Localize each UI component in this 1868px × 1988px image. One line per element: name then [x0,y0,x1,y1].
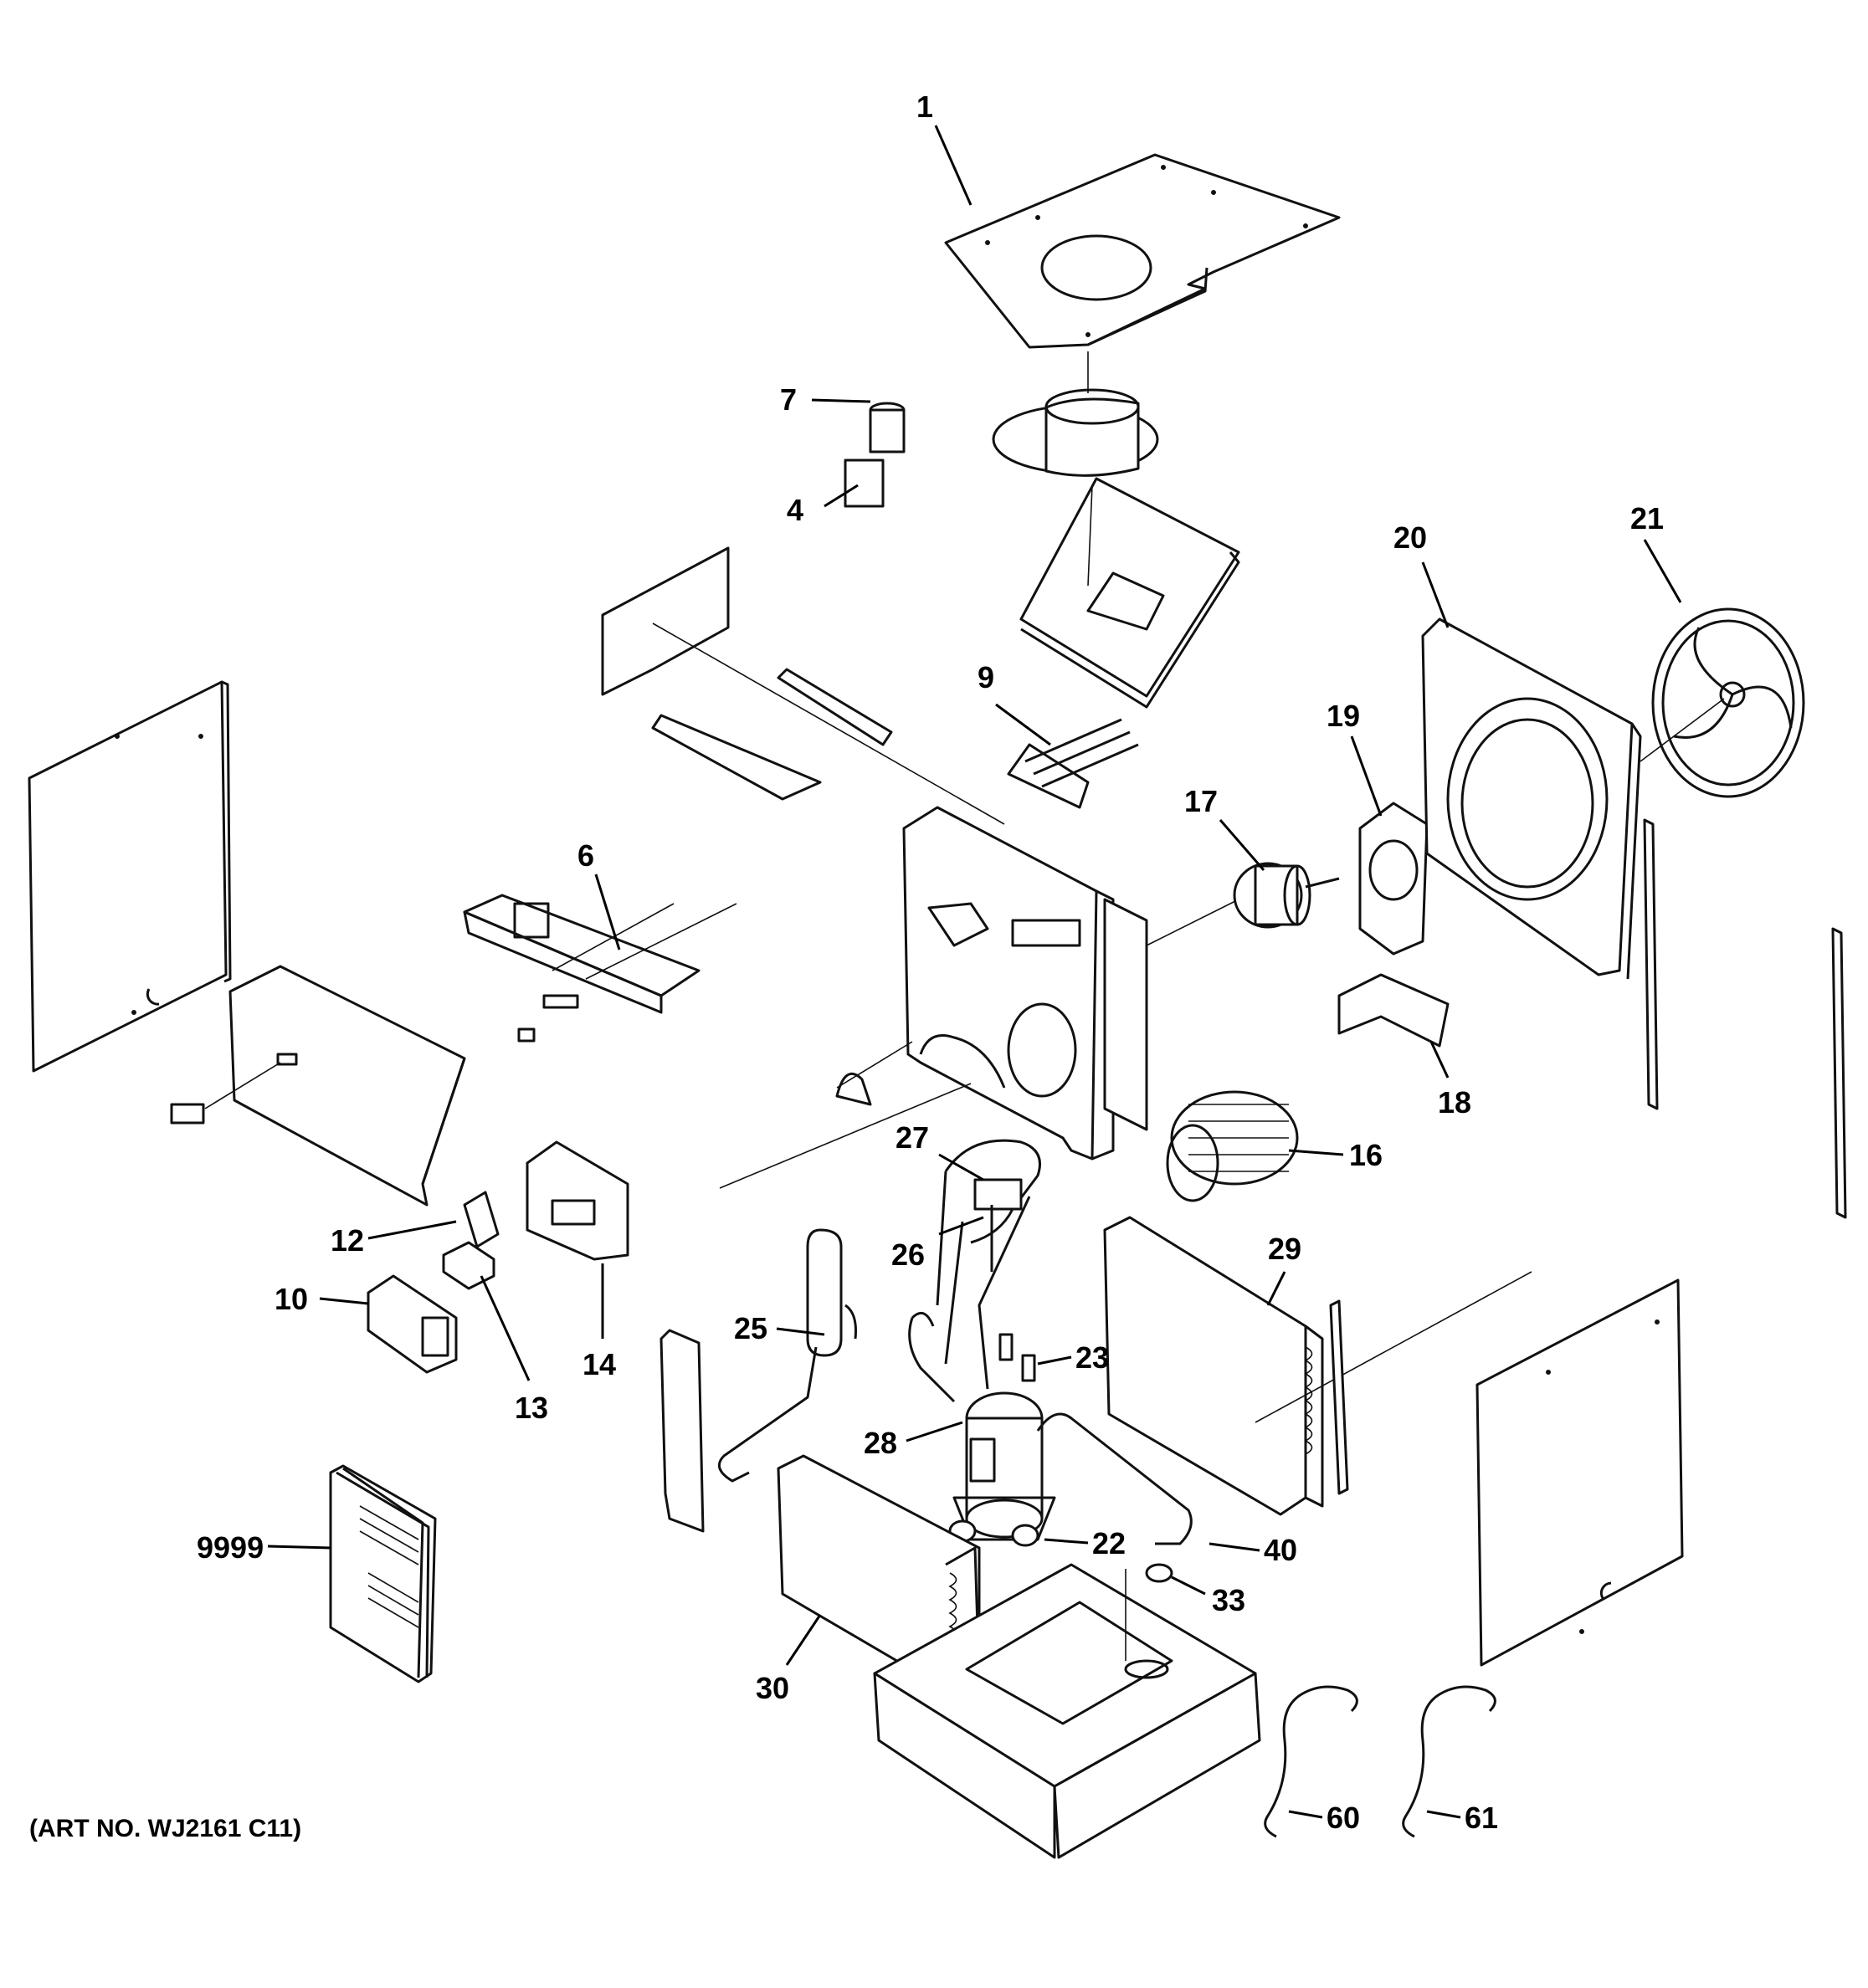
duct-transition [1019,477,1240,709]
part-21-fan-blade [1640,607,1805,798]
part-7-capacitor [869,402,906,453]
part-27-reversing-valve [936,1139,1041,1390]
callout-27: 27 [896,1120,929,1155]
part-28-compressor [952,1391,1056,1541]
part-4-relay [844,459,885,508]
callout-21: 21 [1630,501,1664,535]
part-25-accumulator-tube [717,1228,857,1483]
callout-60: 60 [1327,1801,1360,1835]
part-20-fan-shroud [1421,617,1642,980]
callout-25: 25 [734,1311,767,1345]
callout-28: 28 [864,1426,897,1460]
part-17-motor [1233,862,1340,929]
callout-20: 20 [1393,520,1427,555]
callout-26: 26 [891,1237,925,1272]
leader-lines [267,125,1682,1819]
part-29-evaporator-coil [1103,1216,1532,1516]
part-23-bolt [998,1333,1036,1382]
right-rear-panel [1475,1278,1684,1667]
part-18-motor-mount [1337,973,1450,1048]
callout-9999: 9999 [197,1530,264,1565]
part-9-heater [1007,718,1139,809]
part-1-top-panel [944,153,1341,349]
right-side-strips [1643,818,1847,1219]
part-12-switch [463,1191,500,1248]
callout-16: 16 [1349,1138,1383,1172]
control-cover-panel [170,965,466,1207]
callout-12: 12 [331,1223,364,1258]
art-number: (ART NO. WJ2161 C11) [29,1815,301,1842]
callout-33: 33 [1212,1583,1245,1617]
part-40-heater-tube [1036,1412,1193,1545]
callout-14: 14 [582,1347,616,1381]
part-60-wire-harness [1264,1685,1358,1838]
callout-30: 30 [756,1671,789,1705]
callout-19: 19 [1327,699,1360,733]
base-pan [873,1563,1261,1859]
part-19-orifice-bracket [1358,802,1429,956]
callout-13: 13 [515,1391,548,1425]
callout-9: 9 [978,660,994,694]
top-brackets [651,668,893,801]
callout-40: 40 [1264,1533,1297,1567]
callout-23: 23 [1075,1340,1109,1375]
blower-divider-panel [1103,898,1239,1131]
part-16-blower-wheel [1166,1090,1299,1202]
callout-7: 7 [780,382,797,417]
callout-22: 22 [1092,1526,1126,1560]
callout-29: 29 [1268,1232,1301,1266]
callout-6: 6 [577,838,594,873]
callout-17: 17 [1184,784,1218,818]
part-33-thermostat [1145,1563,1173,1583]
part-6-control-bracket [463,894,737,1043]
part-13-display [442,1241,495,1290]
part-10-control-board [367,1274,458,1374]
upper-partition-panel [601,546,1005,825]
coil-side-bracket [1329,1299,1349,1495]
part-9999-manual [329,1464,437,1683]
callout-labels: 1 4 6 7 9 10 12 13 14 16 17 18 19 20 21 … [197,90,1664,1835]
callout-4: 4 [787,493,803,527]
suction-line-tube [908,1311,956,1403]
part-61-wire-harness [1402,1685,1496,1838]
callout-1: 1 [916,90,933,124]
callout-18: 18 [1438,1085,1471,1120]
part-14-bracket [526,1140,629,1261]
left-side-panel [28,680,232,1073]
left-front-strip-panel [659,1329,705,1533]
duct-collar [992,351,1159,477]
callout-61: 61 [1465,1801,1498,1835]
callout-10: 10 [275,1282,308,1316]
